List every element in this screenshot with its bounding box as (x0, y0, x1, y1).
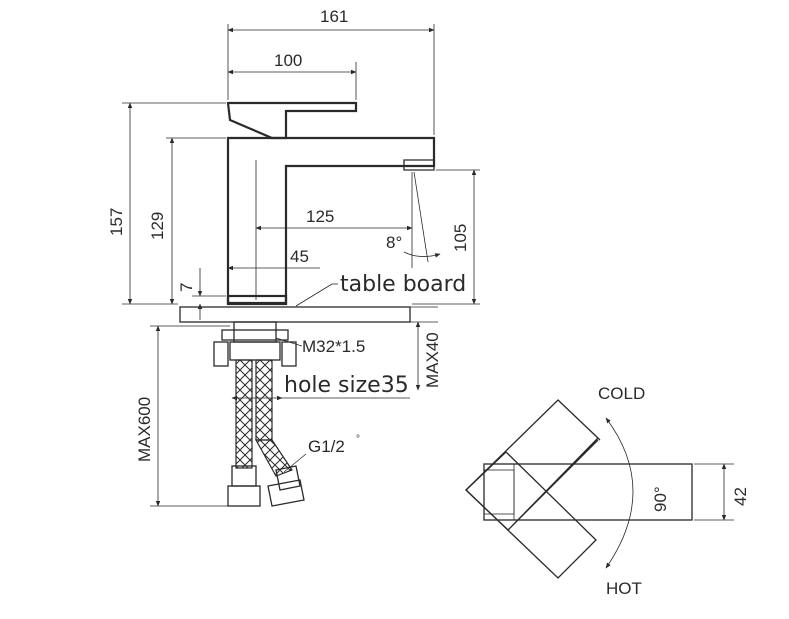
label-cold: COLD (598, 384, 645, 403)
dimension-texts: 161 100 157 129 125 8° 105 45 7 table bo… (107, 7, 750, 598)
dim-8-degree: 8° (386, 233, 402, 252)
mounting-nut (221, 329, 289, 341)
dim-g12-thread: G1/2 (308, 437, 345, 456)
dim-129: 129 (148, 212, 167, 240)
faucet-base (226, 294, 288, 306)
dim-g12-mark: ° (356, 434, 360, 445)
rotation-arc (605, 417, 634, 569)
table-board (179, 306, 411, 323)
spout-outlet (403, 159, 435, 171)
handle-base-inner (483, 469, 515, 515)
dimension-lines (122, 24, 480, 507)
dim-90-degree: 90° (651, 486, 670, 512)
hose-left (235, 359, 253, 469)
left-stud-nut (213, 341, 229, 367)
threaded-shank (233, 321, 277, 343)
label-hole-size: hole size35 (284, 373, 409, 398)
connector-right-nut (267, 479, 305, 507)
dim-100: 100 (274, 51, 302, 70)
dim-45: 45 (290, 247, 309, 266)
connector-left (231, 465, 257, 487)
fixing-plate (229, 341, 281, 361)
connector-left-nut (227, 485, 261, 507)
dim-max40: MAX40 (423, 332, 442, 388)
right-stud-nut (281, 341, 297, 367)
dim-161: 161 (320, 7, 348, 26)
dim-7: 7 (177, 283, 196, 292)
dim-42: 42 (731, 487, 750, 506)
handle-rotated-down (465, 451, 597, 579)
dim-m32-thread: M32*1.5 (302, 337, 365, 356)
faucet-side-view (179, 101, 436, 507)
label-hot: HOT (606, 579, 642, 598)
dim-max600: MAX600 (135, 397, 154, 462)
dim-157: 157 (107, 208, 126, 236)
faucet-handle (226, 101, 358, 140)
hose-right (255, 359, 273, 441)
dim-105: 105 (451, 224, 470, 252)
hose-right-bend (254, 439, 293, 477)
handle-top-view (465, 399, 734, 579)
label-table-board: table board (340, 272, 466, 297)
dim-125: 125 (306, 207, 334, 226)
handle-rotated (465, 399, 601, 531)
